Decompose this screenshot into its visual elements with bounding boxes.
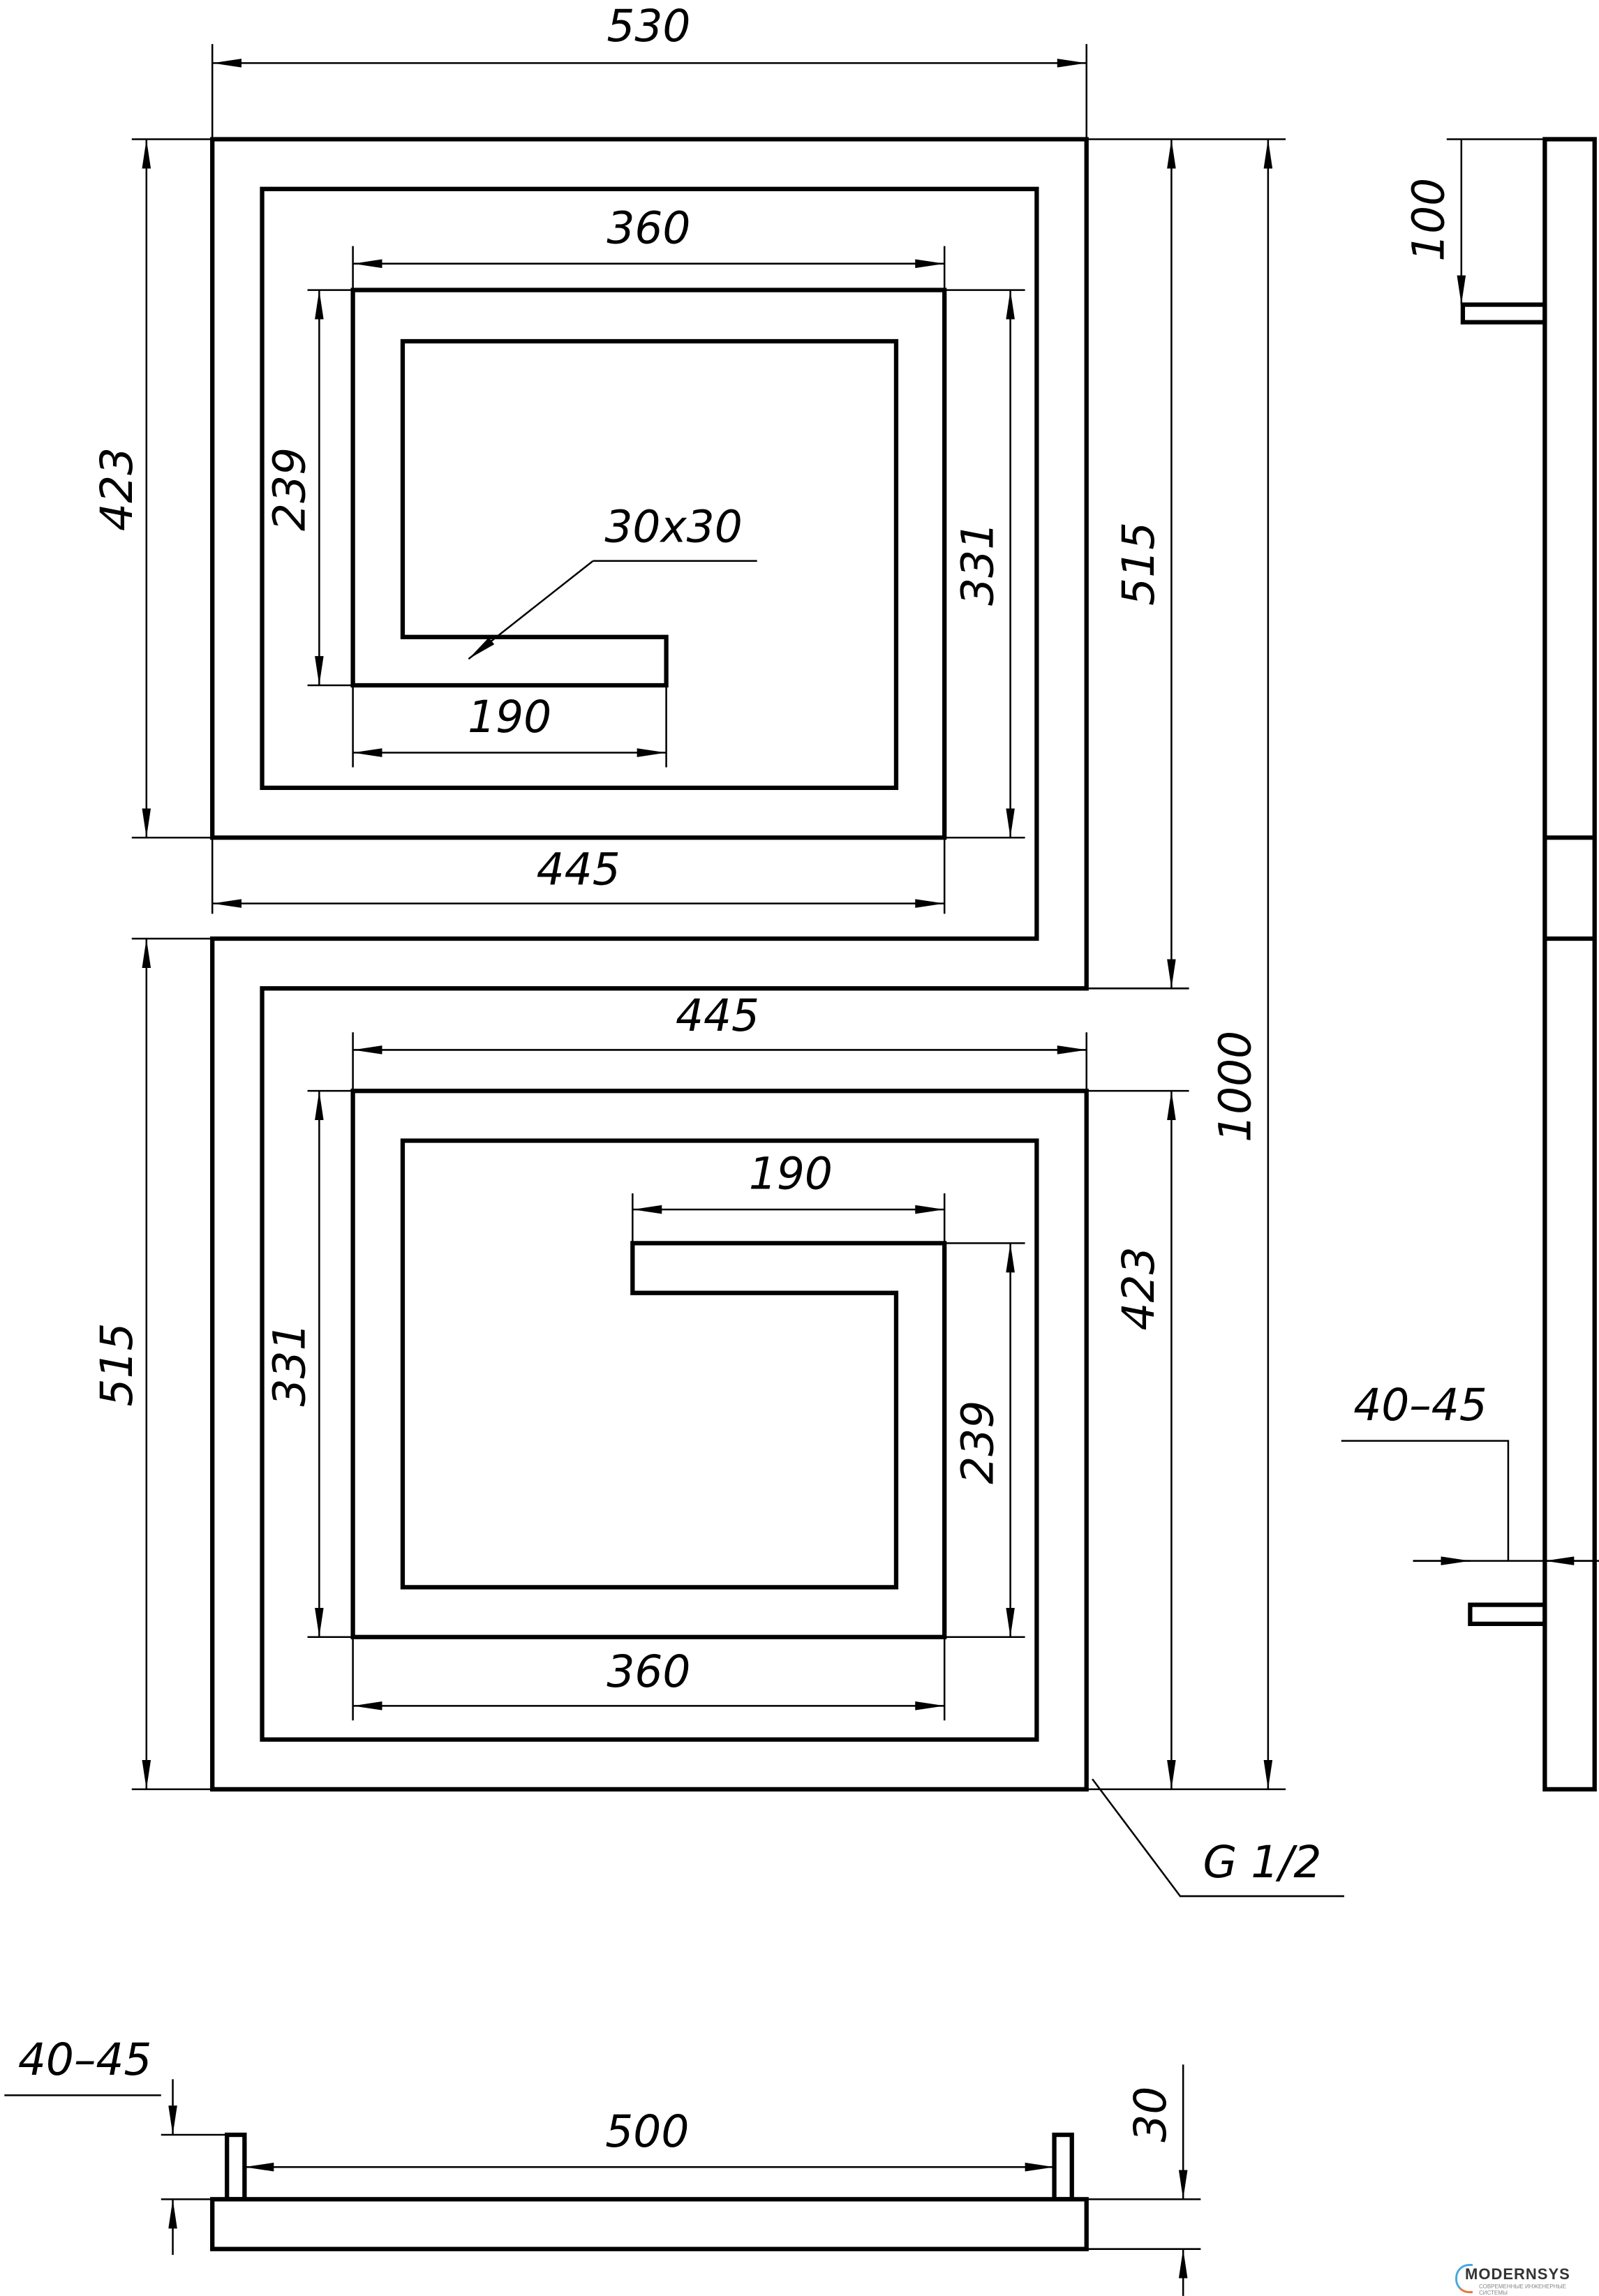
dim-lower-top-width: 445 [676, 990, 759, 1041]
dim-upper-right-height: 331 [952, 522, 1003, 606]
dim-upper-bottom-width: 445 [537, 844, 620, 895]
logo-name: MODERNSYS [1465, 2265, 1570, 2283]
dim-bottom-depth: 30 [1125, 2087, 1176, 2142]
extension-lines [4, 44, 1595, 2250]
side-view [1460, 137, 1597, 1792]
dim-side-offset: 100 [1404, 178, 1455, 262]
modernsys-logo: MODERNSYS СОВРЕМЕННЫЕ ИНЖЕНЕРНЫЕ СИСТЕМЫ [1455, 2264, 1595, 2296]
dim-upper-height-left: 423 [91, 447, 142, 531]
connection-label: G 1/2 [1203, 1837, 1321, 1888]
dim-side-wall-gap: 40–45 [1353, 1380, 1487, 1431]
dim-lower-inner-left: 331 [264, 1322, 315, 1406]
dim-lower-right-height: 423 [1113, 1246, 1164, 1330]
dim-bottom-wall-gap: 40–45 [18, 2034, 152, 2085]
logo-tagline: СОВРЕМЕННЫЕ ИНЖЕНЕРНЫЕ СИСТЕМЫ [1479, 2283, 1566, 2296]
dim-total-height: 1000 [1210, 1031, 1261, 1142]
dim-lower-hook: 190 [749, 1149, 833, 1200]
dim-top-width: 530 [607, 1, 690, 52]
dim-lower-left-height: 515 [91, 1322, 142, 1406]
towel-rail-front-outline [210, 137, 1089, 1792]
dim-bottom-width: 500 [605, 2106, 689, 2157]
dim-upper-inner-height: 239 [264, 447, 315, 531]
dimension-lines [142, 59, 1599, 2296]
dim-upper-inner-width: 360 [607, 202, 690, 253]
dim-lower-inner-right: 239 [952, 1401, 1003, 1484]
dim-lower-inner-width: 360 [607, 1646, 690, 1697]
dim-upper-total-right: 515 [1113, 522, 1164, 606]
logo-arc-icon [1455, 2264, 1473, 2293]
dim-upper-hook: 190 [468, 692, 551, 743]
dim-tube-size: 30x30 [604, 501, 742, 552]
